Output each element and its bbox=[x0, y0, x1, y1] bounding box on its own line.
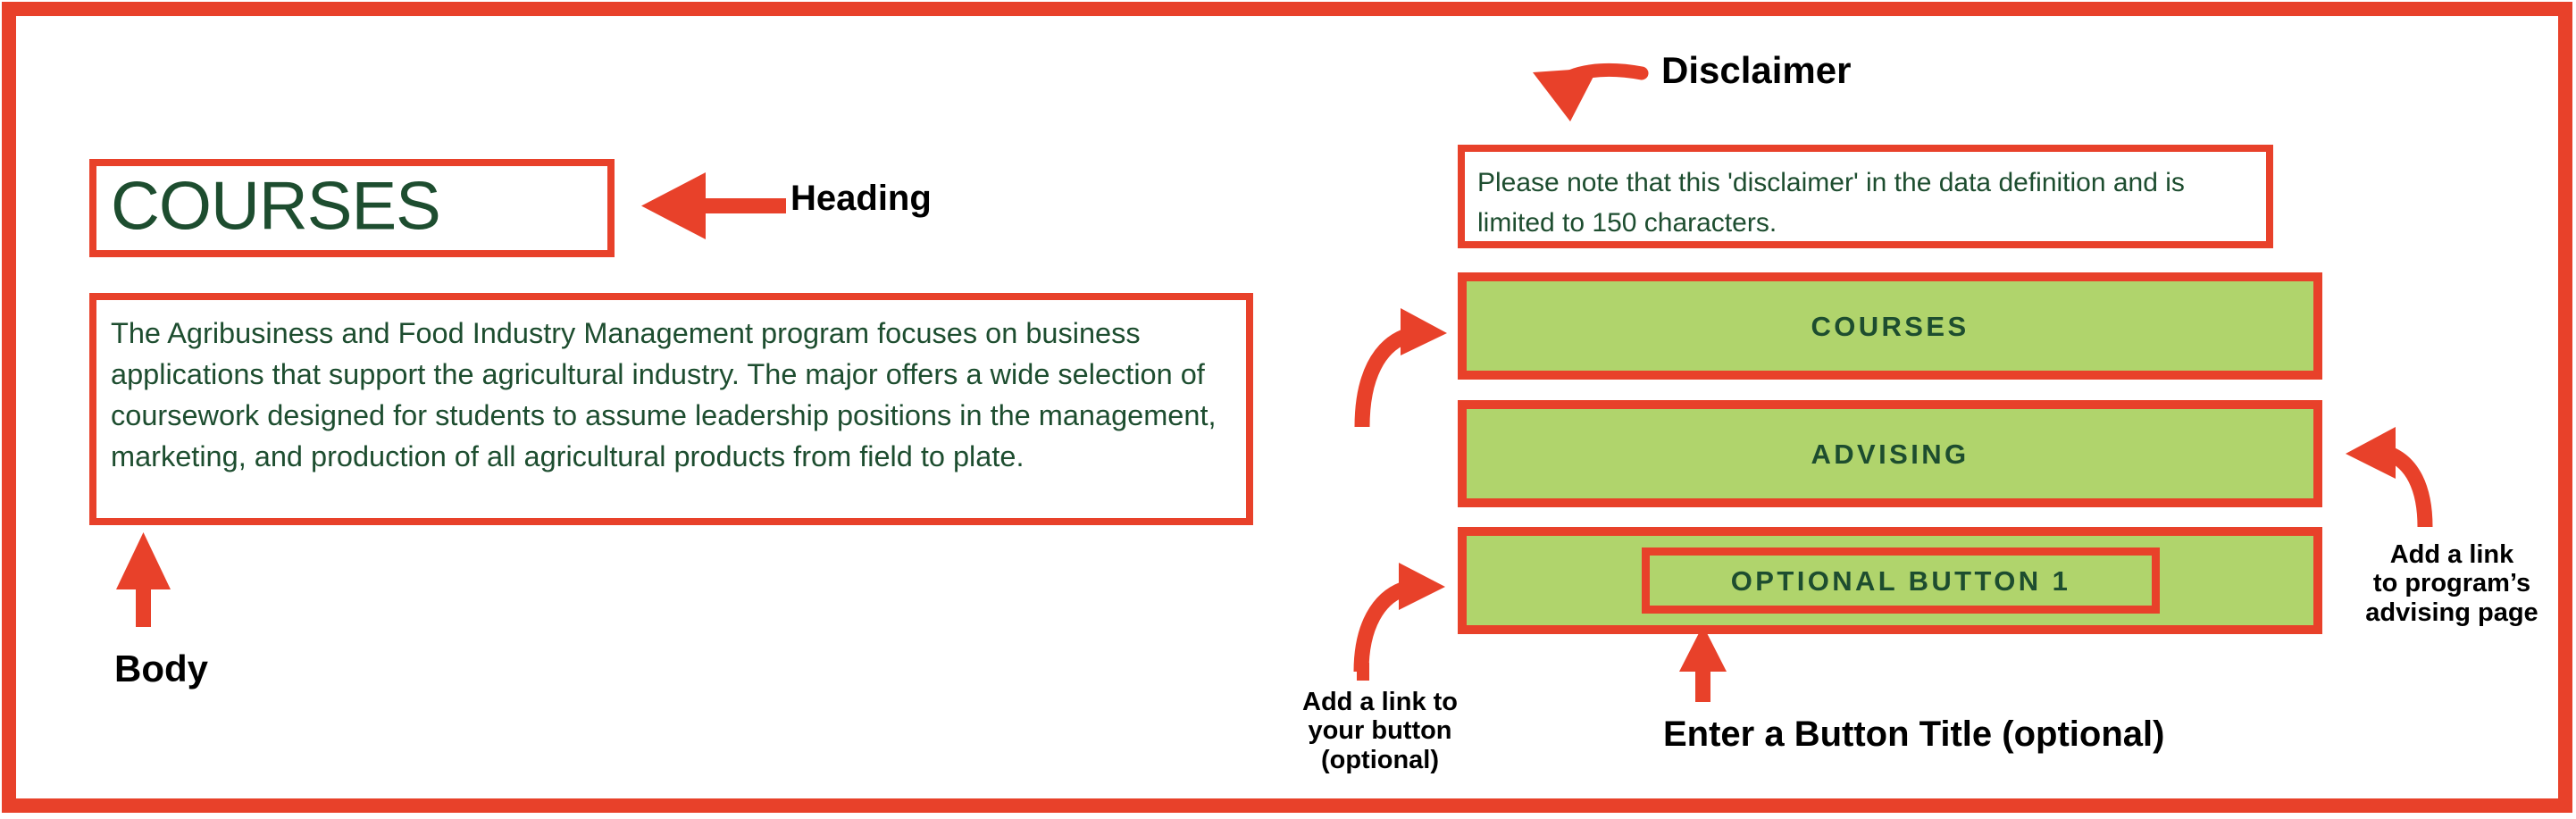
advising-button[interactable]: ADVISING bbox=[1458, 400, 2322, 507]
annotation-disclaimer: Disclaimer bbox=[1661, 49, 1852, 91]
annotation-add-link-to-button-line3: (optional) bbox=[1320, 745, 1440, 774]
optional-button-title-highlight-box[interactable]: OPTIONAL BUTTON 1 bbox=[1642, 547, 2160, 614]
disclaimer-highlight-box[interactable]: Please note that this 'disclaimer' in th… bbox=[1458, 145, 2273, 248]
annotation-body: Body bbox=[114, 648, 208, 689]
page-title: COURSES bbox=[111, 168, 441, 245]
optional-button-1-label: OPTIONAL BUTTON 1 bbox=[1730, 564, 2071, 597]
annotation-advising-link: Add a link to program’s advising page bbox=[2340, 540, 2563, 627]
courses-button-label: COURSES bbox=[1811, 310, 1970, 342]
heading-highlight-box[interactable]: COURSES bbox=[89, 159, 615, 257]
optional-button-1[interactable] bbox=[1458, 527, 2322, 634]
annotation-advising-link-line3: advising page bbox=[2365, 598, 2538, 627]
disclaimer-text: Please note that this 'disclaimer' in th… bbox=[1477, 168, 2185, 238]
courses-button[interactable]: COURSES bbox=[1458, 272, 2322, 380]
annotation-heading: Heading bbox=[790, 179, 932, 218]
body-text: The Agribusiness and Food Industry Manag… bbox=[111, 317, 1217, 472]
annotation-enter-button-title: Enter a Button Title (optional) bbox=[1663, 715, 2165, 754]
annotation-add-link-to-button: Add a link to your button (optional) bbox=[1286, 688, 1474, 774]
annotation-advising-link-line1: Add a link bbox=[2389, 540, 2514, 569]
annotation-advising-link-line2: to program’s bbox=[2372, 569, 2531, 598]
annotation-add-link-to-button-line2: your button bbox=[1308, 716, 1452, 746]
annotation-add-link-to-button-line1: Add a link to bbox=[1302, 688, 1458, 716]
advising-button-label: ADVISING bbox=[1811, 438, 1970, 470]
body-highlight-box[interactable]: The Agribusiness and Food Industry Manag… bbox=[89, 293, 1253, 525]
